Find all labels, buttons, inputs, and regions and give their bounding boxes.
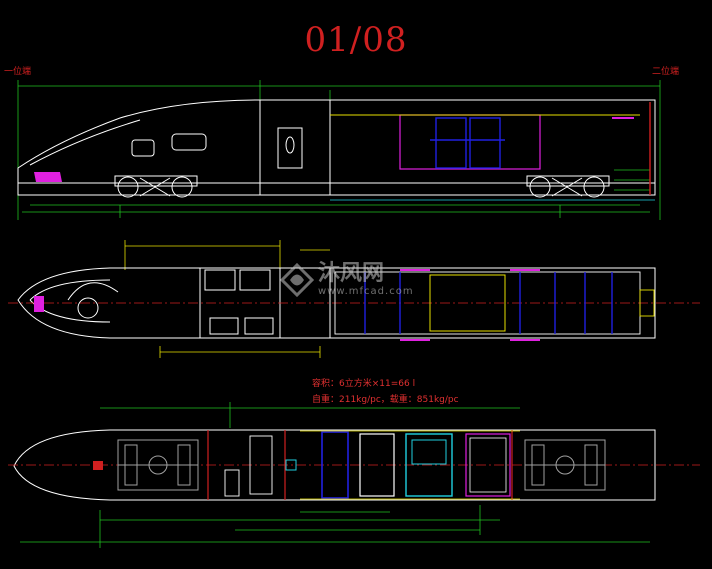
watermark-url: www.mfcad.com	[318, 286, 414, 297]
side-body-outline	[17, 99, 656, 196]
underframe-coupler-marker	[93, 461, 103, 470]
underframe-equipment	[224, 430, 520, 500]
capacity-note: 容积：6立方米×11=66 l	[312, 379, 416, 389]
end-label-left: 一位端	[4, 67, 32, 77]
top-plan-view	[8, 240, 700, 358]
top-nose-detail	[34, 296, 44, 312]
side-dimension-lines	[17, 80, 661, 220]
underframe-rear-bogie	[524, 439, 606, 491]
side-elevation-view	[17, 80, 661, 220]
side-front-bogie	[114, 175, 198, 198]
top-body-outline	[17, 267, 656, 339]
underframe-red-dividers	[207, 430, 513, 500]
underframe-view	[8, 402, 700, 548]
watermark-cn-text: 沐风网	[318, 261, 385, 286]
watermark-logo-icon	[280, 262, 314, 297]
underframe-dimension-lines	[20, 402, 650, 548]
underframe-outline	[13, 429, 656, 501]
weight-note: 自重：211kg/pc，载重：851kg/pc	[312, 395, 459, 405]
top-dimension-lines	[124, 240, 330, 358]
underframe-front-bogie	[117, 439, 199, 491]
sheet-number-title: 01/08	[304, 20, 408, 60]
side-cargo-racks	[330, 114, 655, 201]
side-nose-detail	[34, 172, 62, 182]
watermark: 沐风网 www.mfcad.com	[280, 262, 414, 297]
end-label-right: 二位端	[652, 67, 680, 77]
side-rear-bogie	[526, 175, 610, 198]
top-cargo-racks	[334, 269, 655, 341]
